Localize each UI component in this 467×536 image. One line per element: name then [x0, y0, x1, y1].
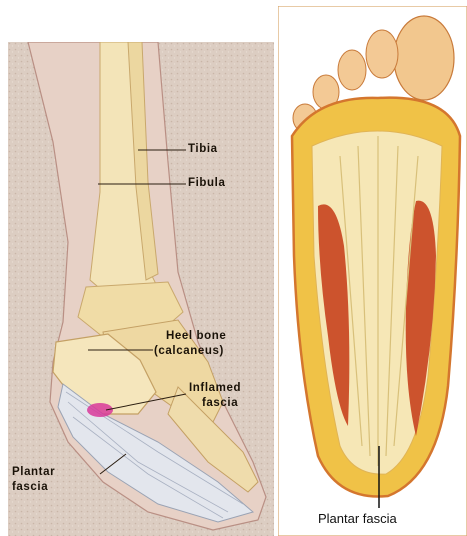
fibula-label: Fibula — [188, 177, 225, 190]
ankle-side-view-illustration: Tibia Fibula Heel bone (calcaneus) Infla… — [8, 42, 274, 536]
plantar-label-line2: fascia — [12, 481, 48, 494]
foot-sole-drawing — [278, 6, 467, 536]
plantar-label-line1: Plantar — [12, 466, 55, 479]
ankle-anatomy-drawing — [8, 42, 274, 536]
second-toe — [366, 30, 398, 78]
heel-bone-label-line1: Heel bone — [166, 330, 226, 343]
plantar-fascia-caption: Plantar fascia — [318, 511, 397, 526]
big-toe — [394, 16, 454, 100]
inflamed-label-line2: fascia — [202, 397, 238, 410]
heel-bone-label-line2: (calcaneus) — [154, 345, 224, 358]
tibia-label: Tibia — [188, 143, 218, 156]
third-toe — [338, 50, 366, 90]
inflamed-label-line1: Inflamed — [189, 382, 241, 395]
foot-sole-illustration: Plantar fascia — [278, 6, 467, 536]
inflamed-fascia-spot — [87, 403, 113, 417]
